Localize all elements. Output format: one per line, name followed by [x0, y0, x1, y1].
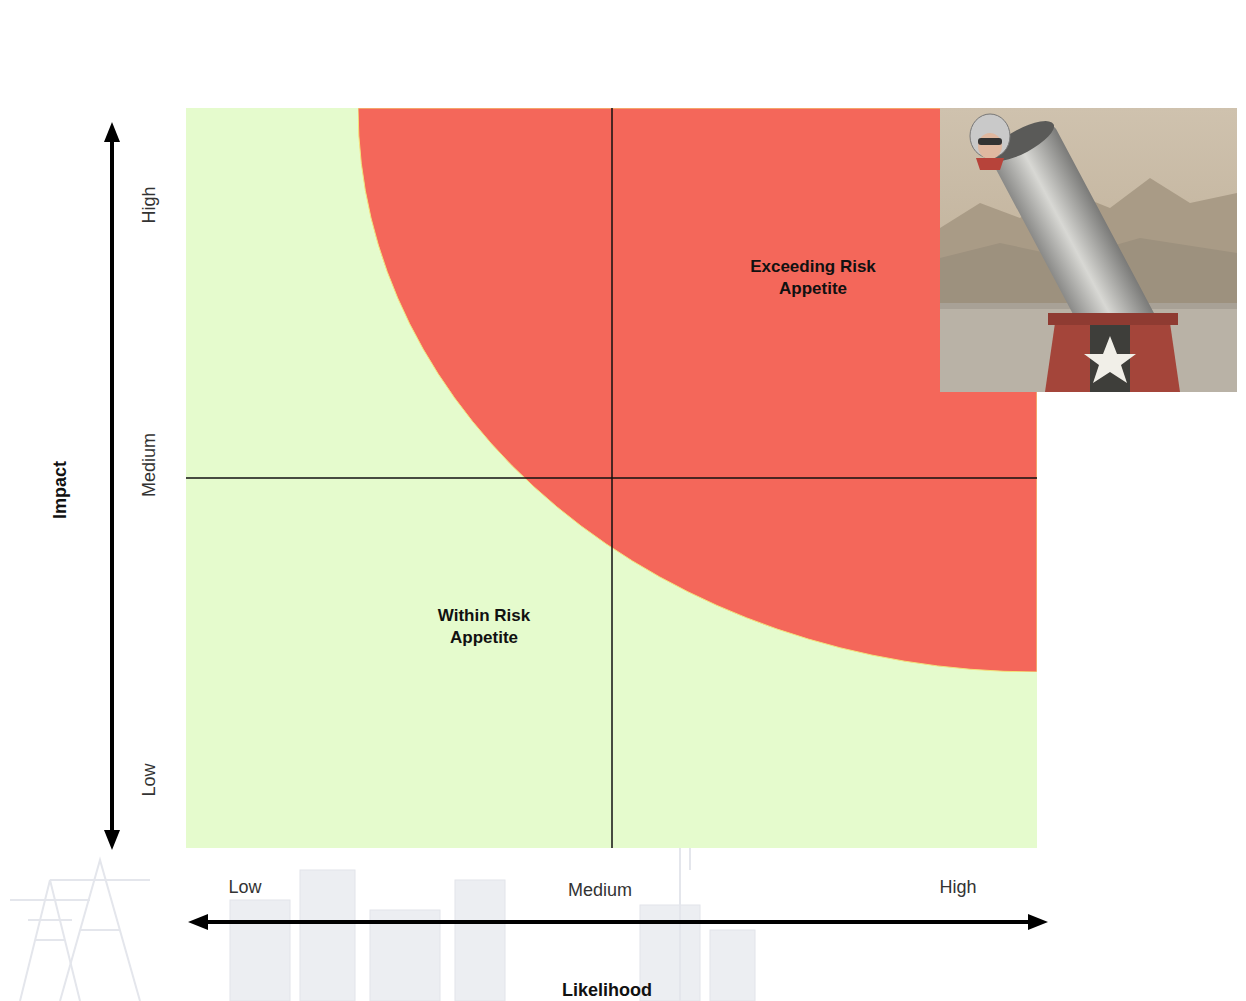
y-tick-label: High [139, 186, 160, 223]
arrowhead [104, 830, 120, 850]
x-tick-label: High [939, 877, 976, 898]
region-label: Exceeding Risk Appetite [738, 256, 888, 300]
arrowhead [1028, 914, 1048, 930]
y-axis-title: Impact [50, 461, 71, 519]
grid-line [186, 477, 1037, 479]
region-shape [358, 108, 1037, 672]
red-region-path [358, 108, 1037, 672]
region-label: Within Risk Appetite [409, 605, 559, 649]
arrowhead [188, 914, 208, 930]
cannonball-photo [940, 108, 1237, 392]
exceeding-appetite-region: Exceeding Risk Appetite [358, 108, 1037, 672]
arrowhead [104, 122, 120, 142]
y-tick-label: Low [139, 763, 160, 796]
x-axis-line [202, 920, 1034, 924]
x-axis-title: Likelihood [562, 980, 652, 1001]
grid-lines [186, 108, 1037, 848]
y-axis-line [110, 138, 114, 835]
x-tick-label: Medium [568, 880, 632, 901]
x-tick-label: Low [228, 877, 261, 898]
y-tick-label: Medium [139, 433, 160, 497]
within-appetite-area: Exceeding Risk AppetiteWithin Risk Appet… [186, 108, 1037, 848]
